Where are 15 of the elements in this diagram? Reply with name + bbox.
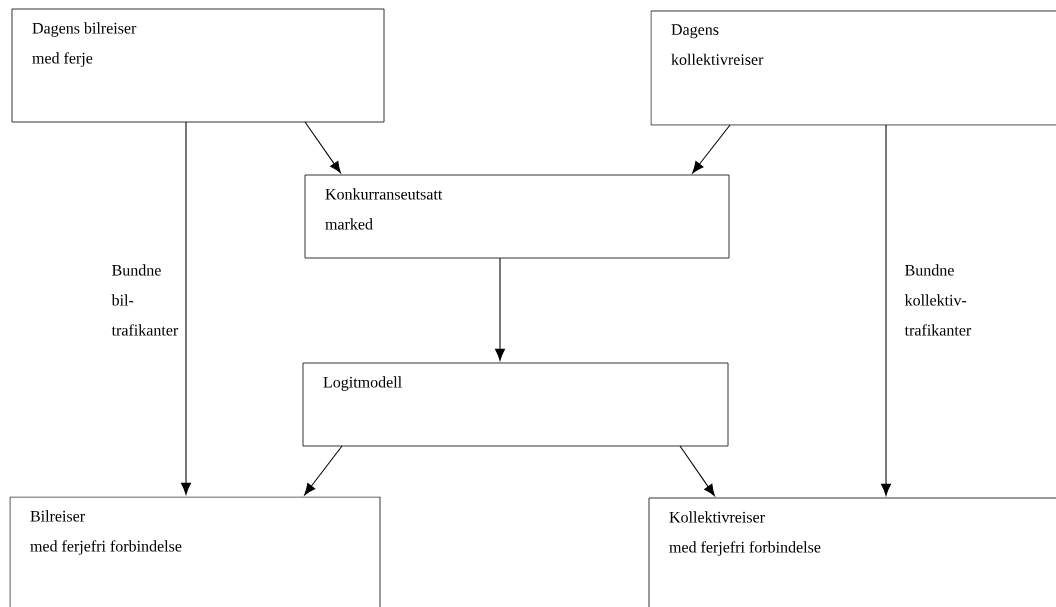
- process-box: Dagens kollektivreiser: [650, 10, 1056, 126]
- arrow: [304, 121, 341, 174]
- edge-label: Bundne bil- trafikanter: [110, 263, 184, 337]
- process-box: Konkurranseutsatt marked: [304, 174, 730, 259]
- process-box: Kollektivreiser med ferjefri forbindelse: [648, 497, 1056, 607]
- arrow: [881, 124, 891, 496]
- edge-label: Bundne kollektiv- trafikanter: [903, 263, 977, 337]
- arrow: [495, 257, 505, 361]
- arrow: [679, 445, 715, 497]
- arrow: [304, 445, 343, 496]
- process-box: Bilreiser med ferjefri forbindelse: [9, 496, 381, 607]
- process-box: Dagens bilreiser med ferje: [11, 8, 385, 123]
- arrow: [692, 124, 731, 174]
- arrow: [181, 121, 191, 495]
- process-box: Logitmodell: [302, 362, 729, 447]
